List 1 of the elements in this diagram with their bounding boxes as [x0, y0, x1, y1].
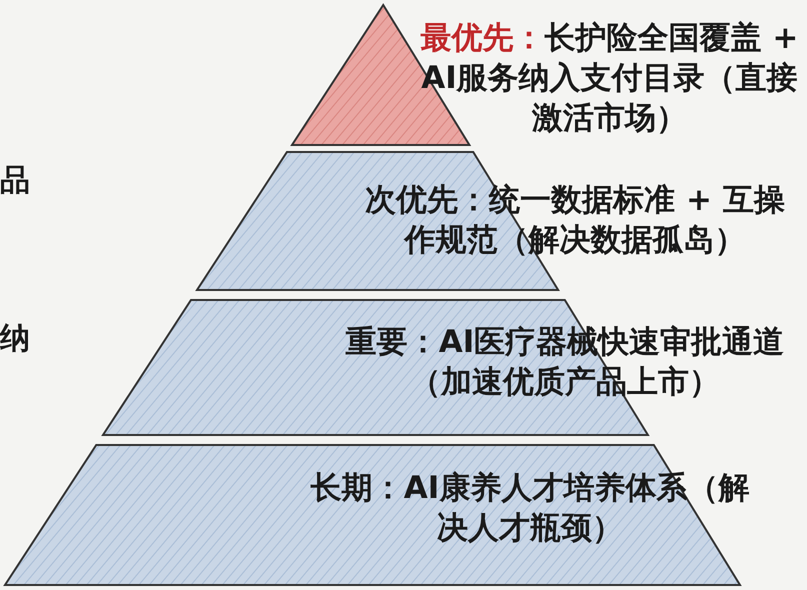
text-fragment: 品: [0, 162, 30, 200]
